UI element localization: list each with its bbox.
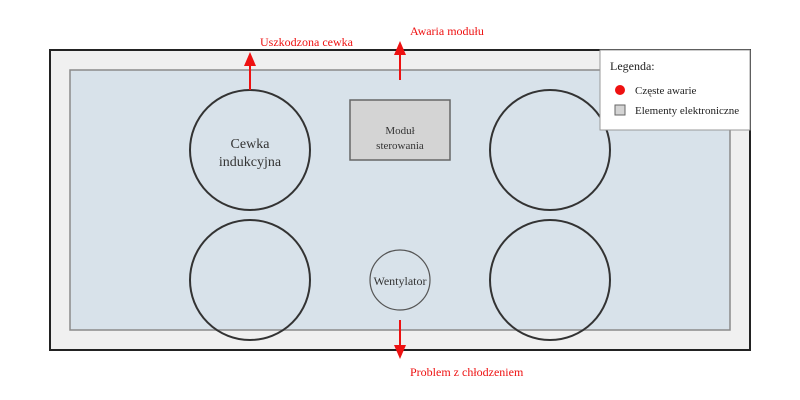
legend-red-dot-icon — [615, 85, 625, 95]
coil-label-line1: Cewka — [231, 137, 271, 152]
module-failure-label: Awaria modułu — [410, 24, 484, 38]
coil-label-line2: indukcyjna — [219, 155, 282, 170]
legend-item-frequent-failures: Częste awarie — [635, 85, 696, 97]
fan-label: Wentylator — [373, 274, 426, 288]
legend: Legenda: Częste awarie Elementy elektron… — [599, 49, 751, 131]
legend-item-electronic-elements: Elementy elektroniczne — [635, 105, 739, 117]
coil-bottom-right — [489, 219, 611, 341]
coil-bottom-left — [189, 219, 311, 341]
legend-gray-square-icon — [614, 104, 626, 116]
coil-failure-arrowhead — [244, 52, 256, 66]
control-module — [349, 99, 451, 161]
module-label-line1: Moduł — [385, 125, 414, 137]
legend-title: Legenda: — [610, 59, 655, 73]
fan — [369, 249, 431, 311]
cooling-problem-arrowhead — [394, 345, 406, 359]
module-label-line2: sterowania — [376, 140, 424, 152]
coil-failure-label: Uszkodzona cewka — [260, 35, 354, 49]
module-failure-arrowhead — [394, 41, 406, 55]
coil-top-right — [489, 89, 611, 211]
cooling-problem-label: Problem z chłodzeniem — [410, 365, 524, 379]
